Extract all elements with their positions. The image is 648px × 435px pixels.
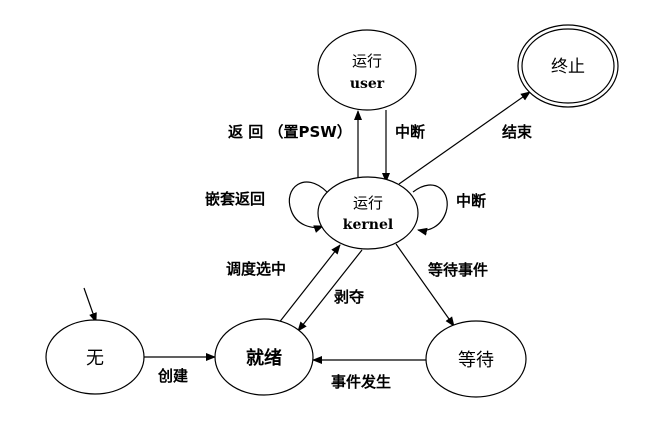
node-run-user-label: 运行	[352, 52, 382, 70]
label-nested-interrupt: 中断	[456, 192, 486, 210]
node-run-user-sublabel: user	[350, 76, 385, 92]
node-ready-label: 就绪	[246, 347, 282, 369]
edge-nested-interrupt	[412, 184, 448, 236]
edge-nested-return	[288, 181, 328, 233]
node-none-label: 无	[86, 348, 104, 369]
label-schedule: 调度选中	[226, 260, 286, 278]
label-preempt: 剥夺	[334, 288, 365, 306]
label-nested-return: 嵌套返回	[205, 190, 265, 208]
node-terminated: 终止	[517, 24, 619, 108]
node-run-kernel: 运行 kernel	[317, 176, 419, 250]
node-ready: 就绪	[214, 318, 314, 396]
label-end: 结束	[502, 123, 533, 141]
label-return-psw: 返 回 （置PSW）	[228, 123, 352, 141]
edge-schedule	[277, 244, 341, 325]
node-run-kernel-sublabel: kernel	[343, 217, 393, 233]
node-waiting-label: 等待	[458, 350, 494, 371]
edge-preempt	[297, 249, 363, 332]
label-wait-event: 等待事件	[428, 261, 488, 279]
label-create: 创建	[157, 367, 189, 385]
edge-wait-event	[395, 243, 455, 327]
node-none: 无	[45, 319, 145, 395]
node-run-user: 运行 user	[317, 29, 417, 111]
edge-end	[398, 91, 531, 185]
node-terminated-label: 终止	[551, 57, 585, 77]
edge-initial	[83, 287, 97, 323]
node-run-kernel-label: 运行	[353, 194, 383, 212]
label-interrupt-to-kernel: 中断	[395, 123, 425, 141]
node-waiting: 等待	[425, 320, 527, 398]
label-event-occurs: 事件发生	[331, 373, 391, 391]
